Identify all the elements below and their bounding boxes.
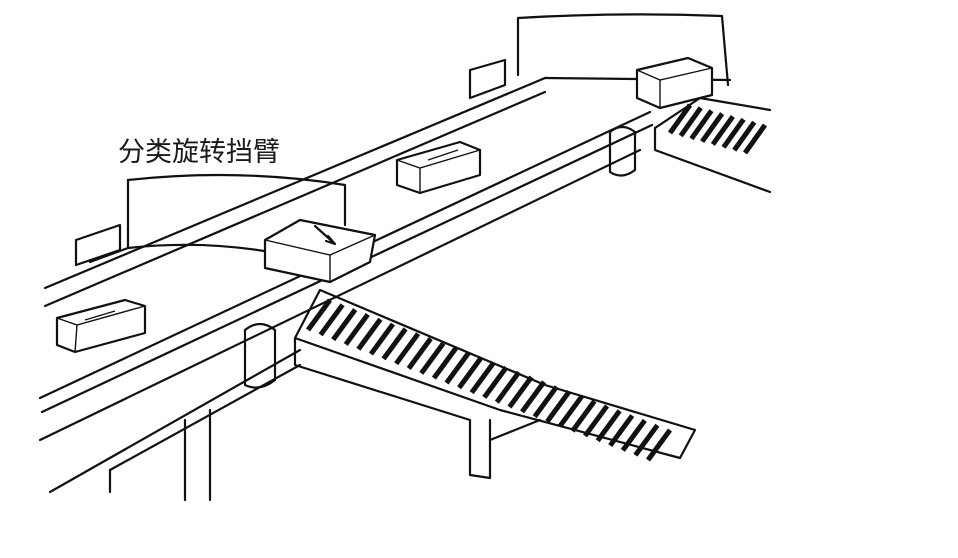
back-wall: [468, 13, 730, 100]
roller-slat: [444, 351, 471, 385]
roller-slat: [633, 423, 660, 457]
post-front: [243, 322, 277, 389]
roller-slat: [381, 327, 408, 361]
sorting-rotating-arm: [88, 173, 347, 264]
roller-slat: [557, 394, 584, 428]
roller-slat: [710, 114, 735, 146]
roller-slat: [545, 390, 572, 423]
roller-slat: [469, 361, 496, 395]
roller-slat: [645, 428, 673, 462]
roller-slat: [595, 409, 622, 443]
roller-slat: [507, 375, 534, 409]
roller-slat: [608, 414, 635, 448]
package-box-4: [635, 56, 714, 110]
roller-slat: [742, 123, 768, 155]
roller-slat: [532, 385, 559, 419]
roller-slat: [419, 341, 446, 375]
package-box-1: [55, 298, 147, 354]
package-box-2: [395, 140, 482, 195]
roller-slat: [406, 337, 433, 370]
roller-slat: [331, 308, 358, 342]
roller-slat: [570, 399, 597, 433]
roller-slat: [482, 365, 509, 399]
roller-slat: [700, 112, 725, 144]
lower-chute: [293, 288, 697, 480]
package-box-diverted: [263, 218, 377, 284]
roller-slat: [431, 346, 458, 380]
roller-slat: [667, 103, 693, 135]
roller-slat: [583, 404, 610, 438]
roller-slat: [732, 120, 757, 152]
post-back: [608, 125, 637, 177]
roller-slat: [721, 117, 746, 149]
roller-slat: [305, 298, 333, 332]
roller-slat: [356, 317, 383, 351]
roller-slat: [457, 356, 484, 390]
rotating-arm-label: 分类旋转挡臂: [118, 137, 280, 168]
roller-slat: [620, 418, 647, 452]
roller-slat: [368, 322, 395, 356]
roller-slat: [678, 106, 703, 138]
roller-slat: [394, 332, 421, 366]
upper-chute: [653, 96, 772, 194]
roller-slat: [343, 312, 370, 346]
roller-slat: [494, 370, 521, 404]
roller-slat: [520, 380, 547, 414]
roller-slat: [689, 109, 714, 141]
roller-slat: [318, 303, 345, 337]
